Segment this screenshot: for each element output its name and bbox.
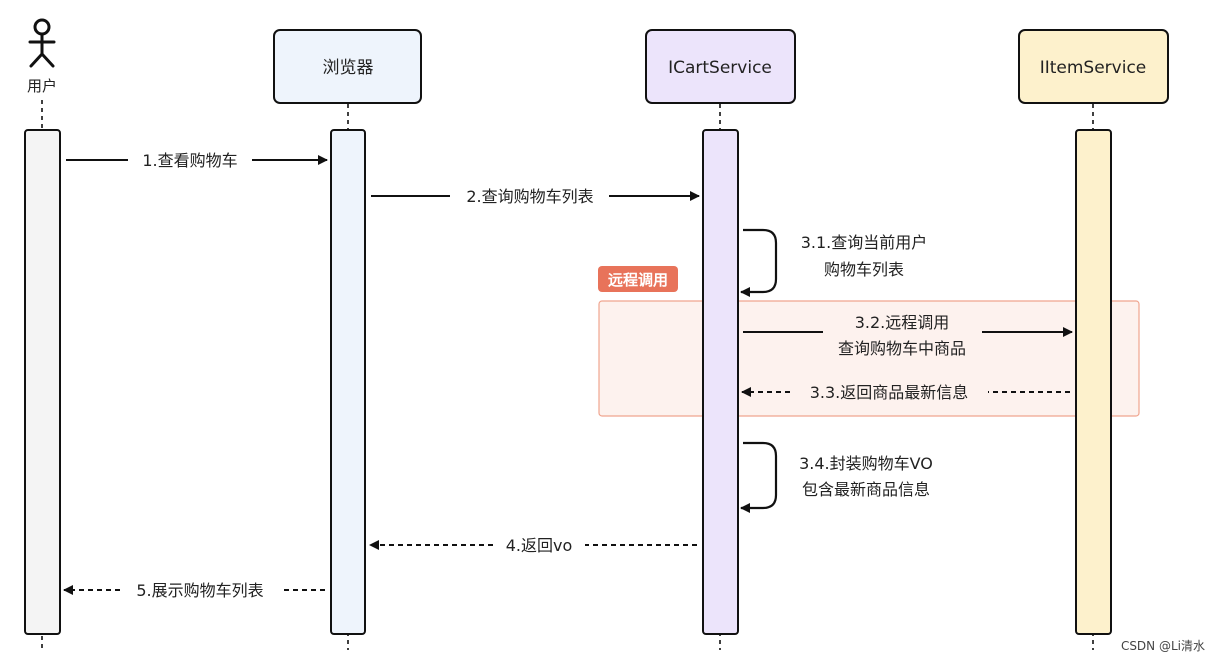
message-3-1-label-line1: 3.1.查询当前用户: [801, 233, 928, 252]
watermark: CSDN @Li清水: [1121, 639, 1205, 653]
message-3-3-label: 3.3.返回商品最新信息: [810, 383, 969, 402]
item-participant-label: IItemService: [1040, 58, 1147, 78]
message-1-label: 1.查看购物车: [142, 151, 237, 170]
browser-participant-label: 浏览器: [323, 58, 374, 78]
cart-activation: [702, 129, 739, 635]
remote-call-tag: [598, 266, 678, 292]
browser-participant: [273, 29, 422, 104]
user-actor-label: 用户: [27, 77, 57, 95]
item-participant: [1018, 29, 1169, 104]
remote-call-tag-label: 远程调用: [608, 271, 668, 289]
message-3-2-label-line1: 3.2.远程调用: [855, 313, 950, 332]
cart-participant-label: ICartService: [668, 58, 772, 78]
message-3-2-label-line2: 查询购物车中商品: [838, 339, 966, 358]
message-5-label: 5.展示购物车列表: [136, 581, 263, 600]
message-3-1-label-line2: 购物车列表: [824, 260, 904, 279]
user-actor-icon: [28, 18, 56, 68]
message-3-1: [740, 228, 778, 297]
message-4-label: 4.返回vo: [506, 536, 573, 555]
message-3-4: [740, 441, 778, 513]
message-2-label: 2.查询购物车列表: [466, 187, 593, 206]
browser-activation: [330, 129, 366, 635]
message-3-4-label-line2: 包含最新商品信息: [802, 480, 930, 499]
item-activation: [1075, 129, 1112, 635]
message-3-4-label-line1: 3.4.封装购物车VO: [799, 454, 933, 473]
cart-participant: [645, 29, 796, 104]
user-activation: [24, 129, 61, 635]
